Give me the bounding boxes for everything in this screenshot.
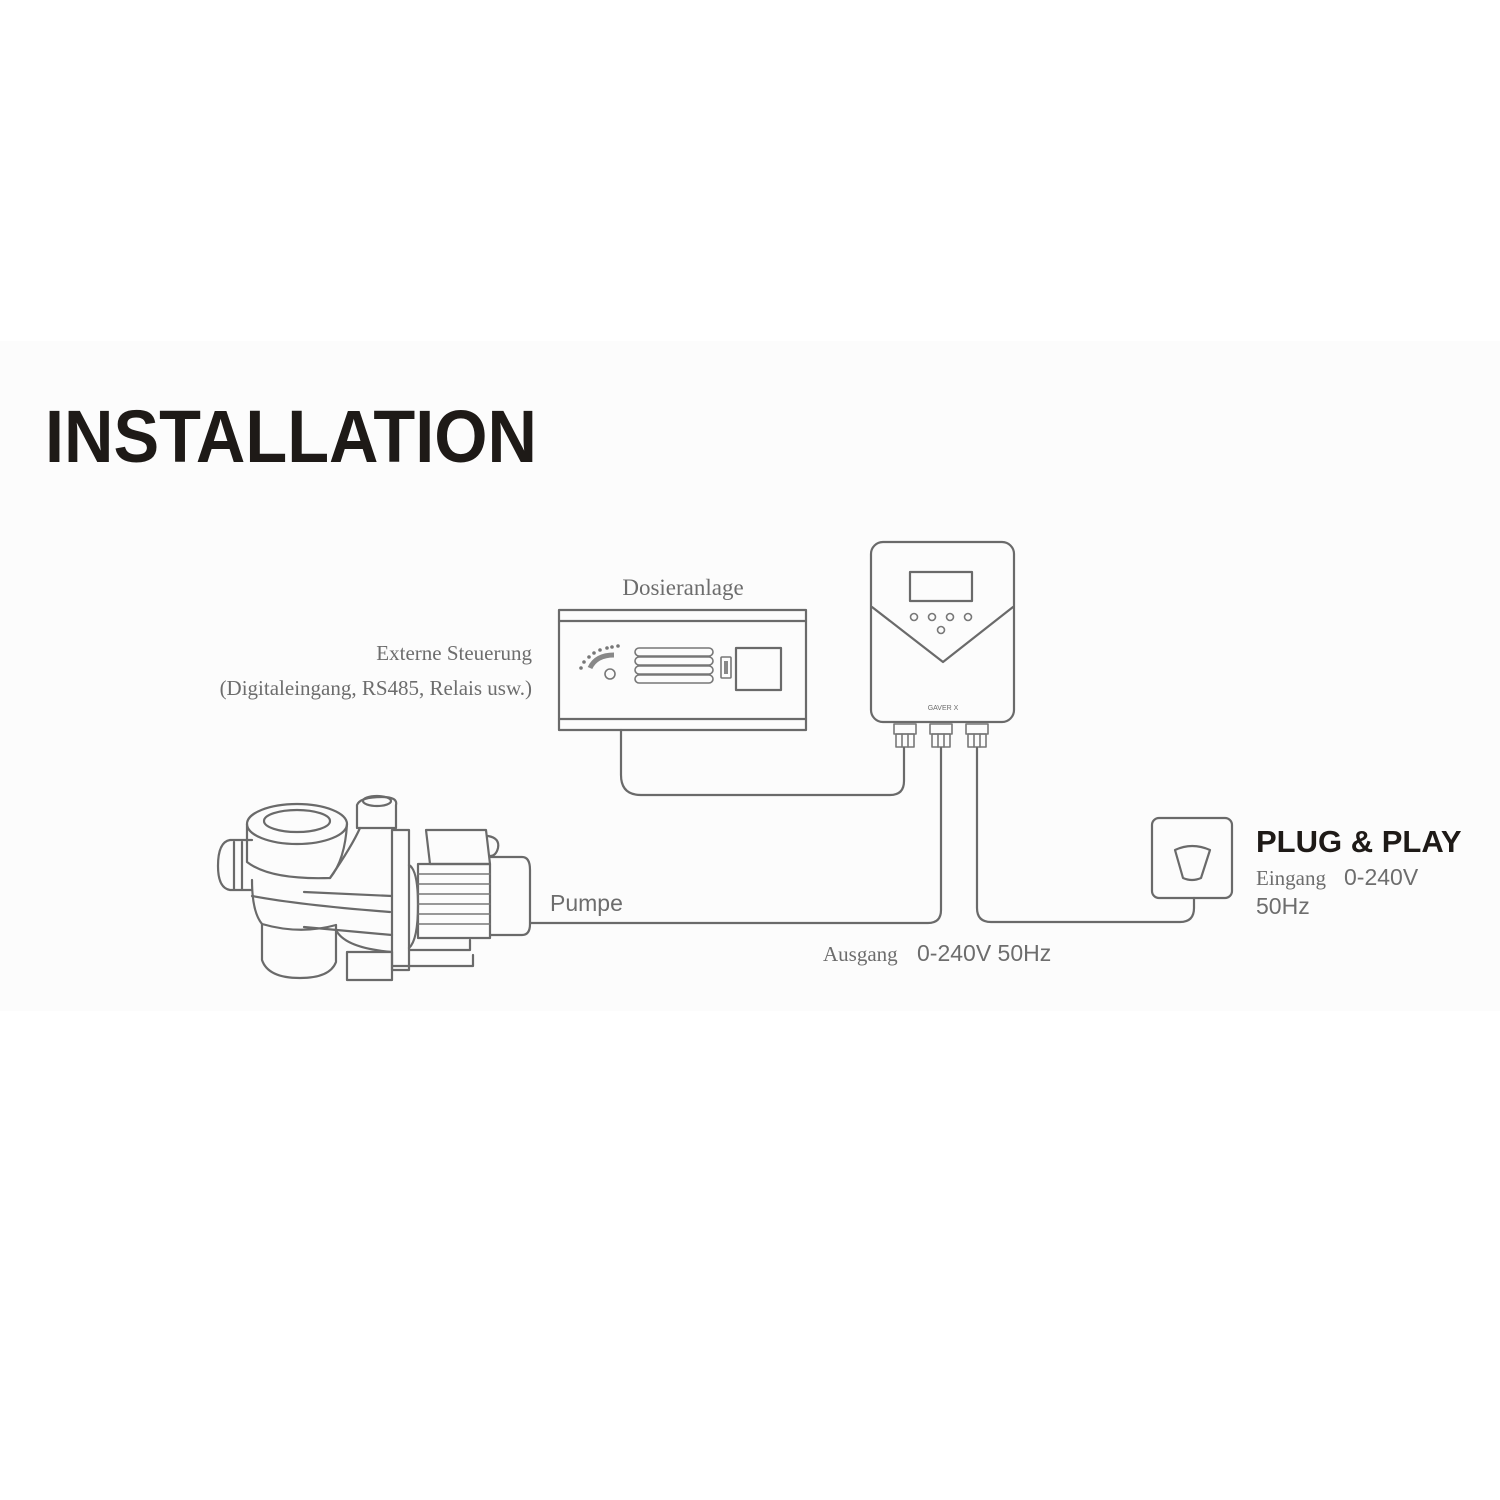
pool-pump-icon xyxy=(216,794,532,982)
output-label: Ausgang xyxy=(823,942,898,966)
dosing-unit-icon xyxy=(557,608,808,732)
cable-gland-icon xyxy=(893,723,917,748)
pump-label: Pumpe xyxy=(550,890,623,916)
input-value: 0-240V xyxy=(1344,864,1419,890)
output-value: 0-240V 50Hz xyxy=(917,940,1051,966)
cable-gland-icon xyxy=(965,723,989,748)
external-control-label: Externe Steuerung xyxy=(376,641,532,665)
plug-play-heading: PLUG & PLAY xyxy=(1256,824,1462,859)
cable-gland-icon xyxy=(929,723,953,748)
controller-buttons-icon xyxy=(909,612,973,635)
dosing-wire xyxy=(619,728,906,797)
pump-wire xyxy=(528,746,943,925)
controller-device-icon: GAVER X xyxy=(869,540,1016,748)
external-control-detail: (Digitaleingang, RS485, Relais usw.) xyxy=(220,676,532,700)
input-frequency: 50Hz xyxy=(1256,893,1310,919)
page-title: INSTALLATION xyxy=(45,395,537,478)
power-socket-icon xyxy=(1150,816,1234,900)
controller-brand-logo: GAVER X xyxy=(928,705,959,712)
input-label: Eingang xyxy=(1256,866,1326,890)
dosing-unit-label: Dosieranlage xyxy=(622,575,743,600)
mains-wire xyxy=(975,746,1196,924)
diagram-background-band xyxy=(0,341,1500,1011)
